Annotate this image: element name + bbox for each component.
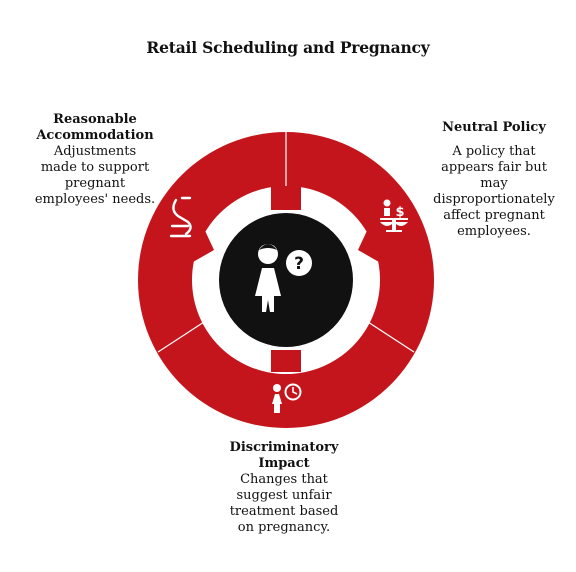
svg-text:?: ? [294, 254, 304, 274]
accommodation-icon [169, 196, 192, 238]
person-question-icon: ? [255, 244, 312, 312]
segment-discriminatory-impact: Discriminatory Impact Changes that sugge… [198, 440, 370, 536]
svg-text:$: $ [395, 205, 404, 220]
diagram-title: Retail Scheduling and Pregnancy [146, 38, 430, 57]
inner-tab-top [271, 186, 301, 210]
segment-heading: Discriminatory Impact [229, 440, 339, 471]
person-clock-icon [272, 383, 302, 413]
inner-tab-right [358, 220, 388, 262]
inner-tab-bottom [271, 350, 301, 372]
center-disc [219, 213, 353, 347]
divider-right [367, 321, 415, 353]
segment-heading: Reasonable Accommodation [36, 112, 154, 143]
segment-neutral-policy: Neutral Policy A policy that appears fai… [420, 120, 568, 240]
segment-description: Changes that suggest unfair treatment ba… [229, 472, 339, 535]
balance-scale-dollar-icon: $ [380, 199, 408, 232]
divider-left [157, 321, 205, 353]
segment-heading: Neutral Policy [442, 120, 546, 135]
segment-description: Adjustments made to support pregnant emp… [34, 144, 156, 207]
inner-tab-left [184, 220, 214, 262]
segment-description: A policy that appears fair but may dispr… [433, 144, 555, 239]
segment-reasonable-accommodation: Reasonable Accommodation Adjustments mad… [12, 112, 178, 208]
